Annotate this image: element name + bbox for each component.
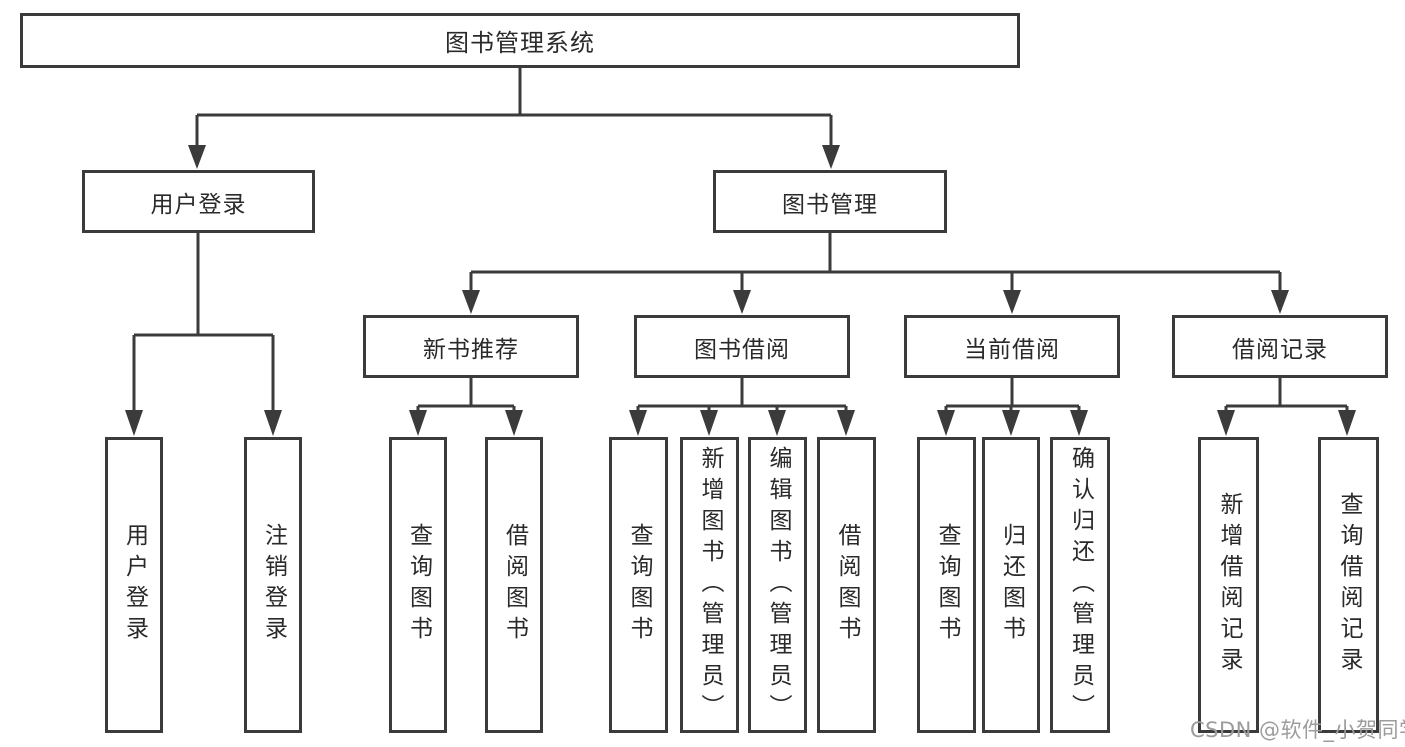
leaf-currentborrow-return-book-label: 归还图书 <box>998 523 1025 647</box>
leaf-bookborrow-add-book: 新增图书（管理员） <box>680 437 739 733</box>
node-new-books-label: 新书推荐 <box>423 336 519 363</box>
node-book-borrow-label: 图书借阅 <box>694 336 790 363</box>
leaf-records-query-record: 查询借阅记录 <box>1318 437 1379 733</box>
connector-user-login-to-leaves <box>125 233 282 436</box>
leaf-currentborrow-return-book: 归还图书 <box>982 437 1040 733</box>
node-book-mgmt-label: 图书管理 <box>782 191 878 218</box>
leaf-bookborrow-borrow-book-label: 借阅图书 <box>834 523 860 647</box>
connector-book-borrow-to-leaves <box>629 378 855 436</box>
connector-root-to-level2 <box>188 68 840 169</box>
leaf-records-add-record: 新增借阅记录 <box>1198 437 1259 733</box>
node-book-mgmt: 图书管理 <box>713 170 947 233</box>
node-current-borrow: 当前借阅 <box>904 315 1120 378</box>
node-root: 图书管理系统 <box>20 13 1020 68</box>
connector-book-mgmt-to-level3 <box>462 233 1289 314</box>
leaf-newbooks-borrow-book: 借阅图书 <box>485 437 543 733</box>
leaf-bookborrow-edit-book-label: 编辑图书（管理员） <box>765 445 791 725</box>
node-book-borrow: 图书借阅 <box>634 315 850 378</box>
csdn-watermark: CSDN @软件_小贺同学 <box>1190 718 1405 742</box>
leaf-bookborrow-query-book-label: 查询图书 <box>626 523 652 647</box>
leaf-bookborrow-query-book: 查询图书 <box>609 437 668 733</box>
leaf-currentborrow-query-book-label: 查询图书 <box>934 523 960 647</box>
leaf-currentborrow-confirm-return-label: 确认归还（管理员） <box>1067 445 1094 725</box>
leaf-newbooks-query-book: 查询图书 <box>389 437 447 733</box>
leaf-logout-label: 注销登录 <box>260 523 287 647</box>
node-user-login-label: 用户登录 <box>150 191 247 218</box>
leaf-logout: 注销登录 <box>244 437 302 733</box>
leaf-user-login-label: 用户登录 <box>121 523 148 647</box>
node-borrow-records: 借阅记录 <box>1172 315 1388 378</box>
node-root-label: 图书管理系统 <box>445 29 595 57</box>
node-current-borrow-label: 当前借阅 <box>964 336 1060 363</box>
leaf-bookborrow-add-book-label: 新增图书（管理员） <box>697 445 723 725</box>
leaf-newbooks-query-book-label: 查询图书 <box>405 523 432 647</box>
connector-borrow-records-to-leaves <box>1217 378 1356 436</box>
leaf-bookborrow-edit-book: 编辑图书（管理员） <box>748 437 807 733</box>
node-borrow-records-label: 借阅记录 <box>1232 336 1328 363</box>
leaf-currentborrow-query-book: 查询图书 <box>917 437 976 733</box>
node-new-books: 新书推荐 <box>363 315 579 378</box>
connector-new-books-to-leaves <box>409 378 523 436</box>
node-user-login: 用户登录 <box>82 170 315 233</box>
leaf-user-login: 用户登录 <box>105 437 163 733</box>
leaf-newbooks-borrow-book-label: 借阅图书 <box>501 523 528 647</box>
leaf-currentborrow-confirm-return: 确认归还（管理员） <box>1050 437 1110 733</box>
leaf-bookborrow-borrow-book: 借阅图书 <box>817 437 876 733</box>
connector-current-borrow-to-leaves <box>937 378 1088 436</box>
leaf-records-query-record-label: 查询借阅记录 <box>1336 492 1362 678</box>
leaf-records-add-record-label: 新增借阅记录 <box>1216 492 1242 678</box>
